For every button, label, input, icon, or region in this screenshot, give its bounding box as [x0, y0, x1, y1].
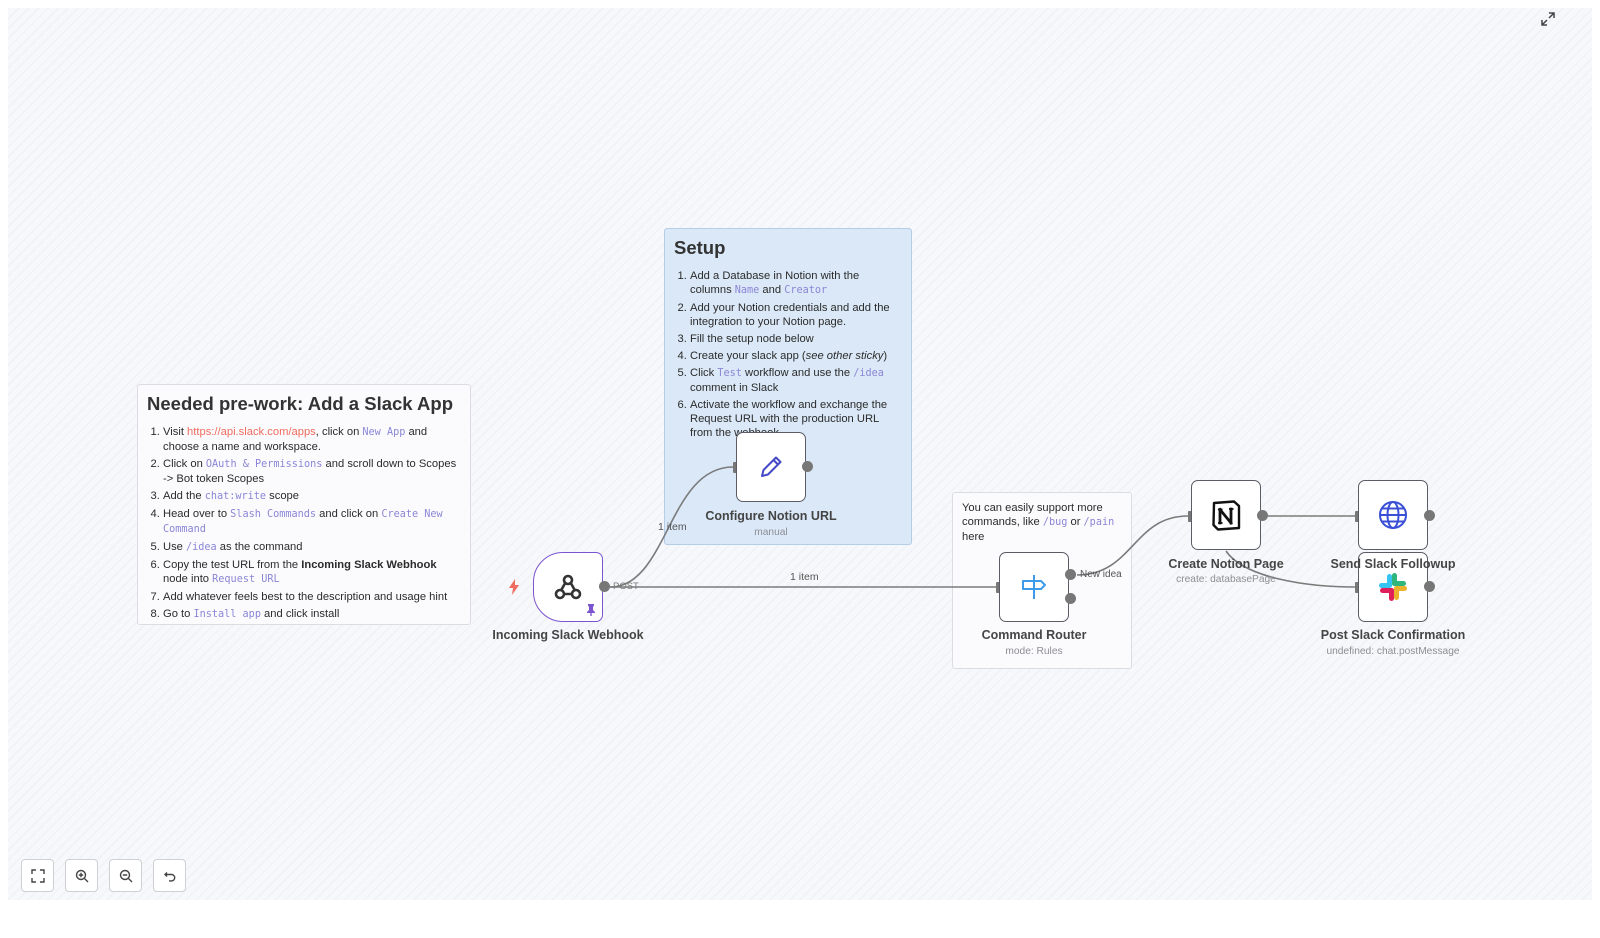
- node-title-notion: Create Notion Page: [1168, 557, 1284, 571]
- webhook-icon: [554, 574, 582, 600]
- workflow-canvas[interactable]: Needed pre-work: Add a Slack App Visit h…: [8, 8, 1592, 900]
- fit-view-button[interactable]: [21, 859, 54, 892]
- sticky-prework-title: Needed pre-work: Add a Slack App: [147, 393, 453, 414]
- setup-step-1: Add a Database in Notion with the column…: [690, 269, 902, 298]
- slack-apps-link[interactable]: https://api.slack.com/apps: [187, 426, 316, 438]
- node-title-router: Command Router: [981, 628, 1087, 642]
- setup-step-2: Add your Notion credentials and add the …: [690, 301, 902, 329]
- setup-step-5: Click Test workflow and use the /idea co…: [690, 366, 902, 395]
- prework-step-5: Use /idea as the command: [163, 540, 461, 555]
- prework-step-4: Head over to Slash Commands and click on…: [163, 507, 461, 537]
- edge-label-new-idea: New idea: [1080, 569, 1122, 580]
- node-post-slack-confirmation[interactable]: [1358, 552, 1428, 622]
- node-configure-notion-url[interactable]: [736, 432, 806, 502]
- notion-input-handle[interactable]: [1188, 511, 1193, 522]
- webhook-output-handle[interactable]: [599, 581, 610, 592]
- zoom-in-icon: [75, 869, 88, 882]
- prework-step-8: Go to Install app and click install: [163, 607, 461, 622]
- reset-icon: [163, 871, 175, 882]
- slack-icon: [1379, 573, 1407, 601]
- node-subtitle-post: undefined: chat.postMessage: [1326, 646, 1460, 657]
- globe-icon: [1379, 501, 1407, 529]
- edge-label-router-items: 1 item: [790, 571, 819, 583]
- connection-notion-post: [1225, 550, 1356, 588]
- connections-layer: [609, 466, 1356, 588]
- pin-icon: [587, 604, 595, 616]
- router-output-handle-2[interactable]: [1065, 593, 1076, 604]
- router-input-handle[interactable]: [996, 582, 1001, 593]
- node-subtitle-notion: create: databasePage: [1176, 574, 1276, 585]
- edge-label-configure-items: 1 item: [658, 521, 687, 533]
- reset-zoom-button[interactable]: [153, 859, 186, 892]
- sticky-prework[interactable]: Needed pre-work: Add a Slack App Visit h…: [137, 384, 471, 625]
- zoom-out-button[interactable]: [109, 859, 142, 892]
- node-send-slack-followup[interactable]: [1358, 480, 1428, 550]
- connection-router-notion: [1076, 515, 1189, 576]
- zoom-out-icon: [119, 869, 132, 882]
- router-output-handle-1[interactable]: [1065, 569, 1076, 580]
- notion-icon: [1212, 500, 1241, 531]
- node-title-send: Send Slack Followup: [1330, 557, 1456, 571]
- expand-icon: [1541, 12, 1555, 26]
- node-subtitle-configure: manual: [754, 527, 788, 538]
- configure-output-handle[interactable]: [802, 461, 813, 472]
- zoom-in-button[interactable]: [65, 859, 98, 892]
- node-title-webhook: Incoming Slack Webhook: [492, 628, 644, 642]
- node-create-notion-page[interactable]: [1191, 480, 1261, 550]
- prework-step-6: Copy the test URL from the Incoming Slac…: [163, 558, 461, 587]
- node-incoming-slack-webhook[interactable]: [533, 552, 603, 622]
- setup-step-3: Fill the setup node below: [690, 332, 902, 346]
- connection-webhook-configure: [609, 466, 734, 588]
- prework-step-3: Add the chat:write scope: [163, 489, 461, 504]
- prework-step-7: Add whatever feels best to the descripti…: [163, 590, 461, 604]
- edge-label-post: POST: [613, 581, 639, 592]
- trigger-bolt-icon: [508, 579, 520, 595]
- send-input-handle[interactable]: [1355, 511, 1360, 522]
- expand-button[interactable]: [1540, 11, 1556, 27]
- fit-view-icon: [30, 868, 45, 883]
- configure-input-handle[interactable]: [733, 462, 738, 473]
- node-title-post: Post Slack Confirmation: [1320, 628, 1466, 642]
- send-output-handle[interactable]: [1424, 510, 1435, 521]
- sticky-setup-title: Setup: [674, 237, 726, 258]
- pencil-icon: [761, 456, 782, 477]
- router-note-text: You can easily support more commands, li…: [962, 502, 1115, 543]
- node-subtitle-router: mode: Rules: [1005, 646, 1063, 657]
- signpost-icon: [1022, 575, 1046, 599]
- setup-step-4: Create your slack app (see other sticky): [690, 349, 902, 363]
- prework-step-1: Visit https://api.slack.com/apps, click …: [163, 425, 461, 454]
- notion-output-handle[interactable]: [1257, 510, 1268, 521]
- post-input-handle[interactable]: [1355, 582, 1360, 593]
- post-output-handle[interactable]: [1424, 581, 1435, 592]
- prework-step-2: Click on OAuth & Permissions and scroll …: [163, 457, 461, 486]
- prework-steps: Visit https://api.slack.com/apps, click …: [147, 425, 461, 622]
- node-command-router[interactable]: [999, 552, 1069, 622]
- node-title-configure: Configure Notion URL: [705, 509, 837, 523]
